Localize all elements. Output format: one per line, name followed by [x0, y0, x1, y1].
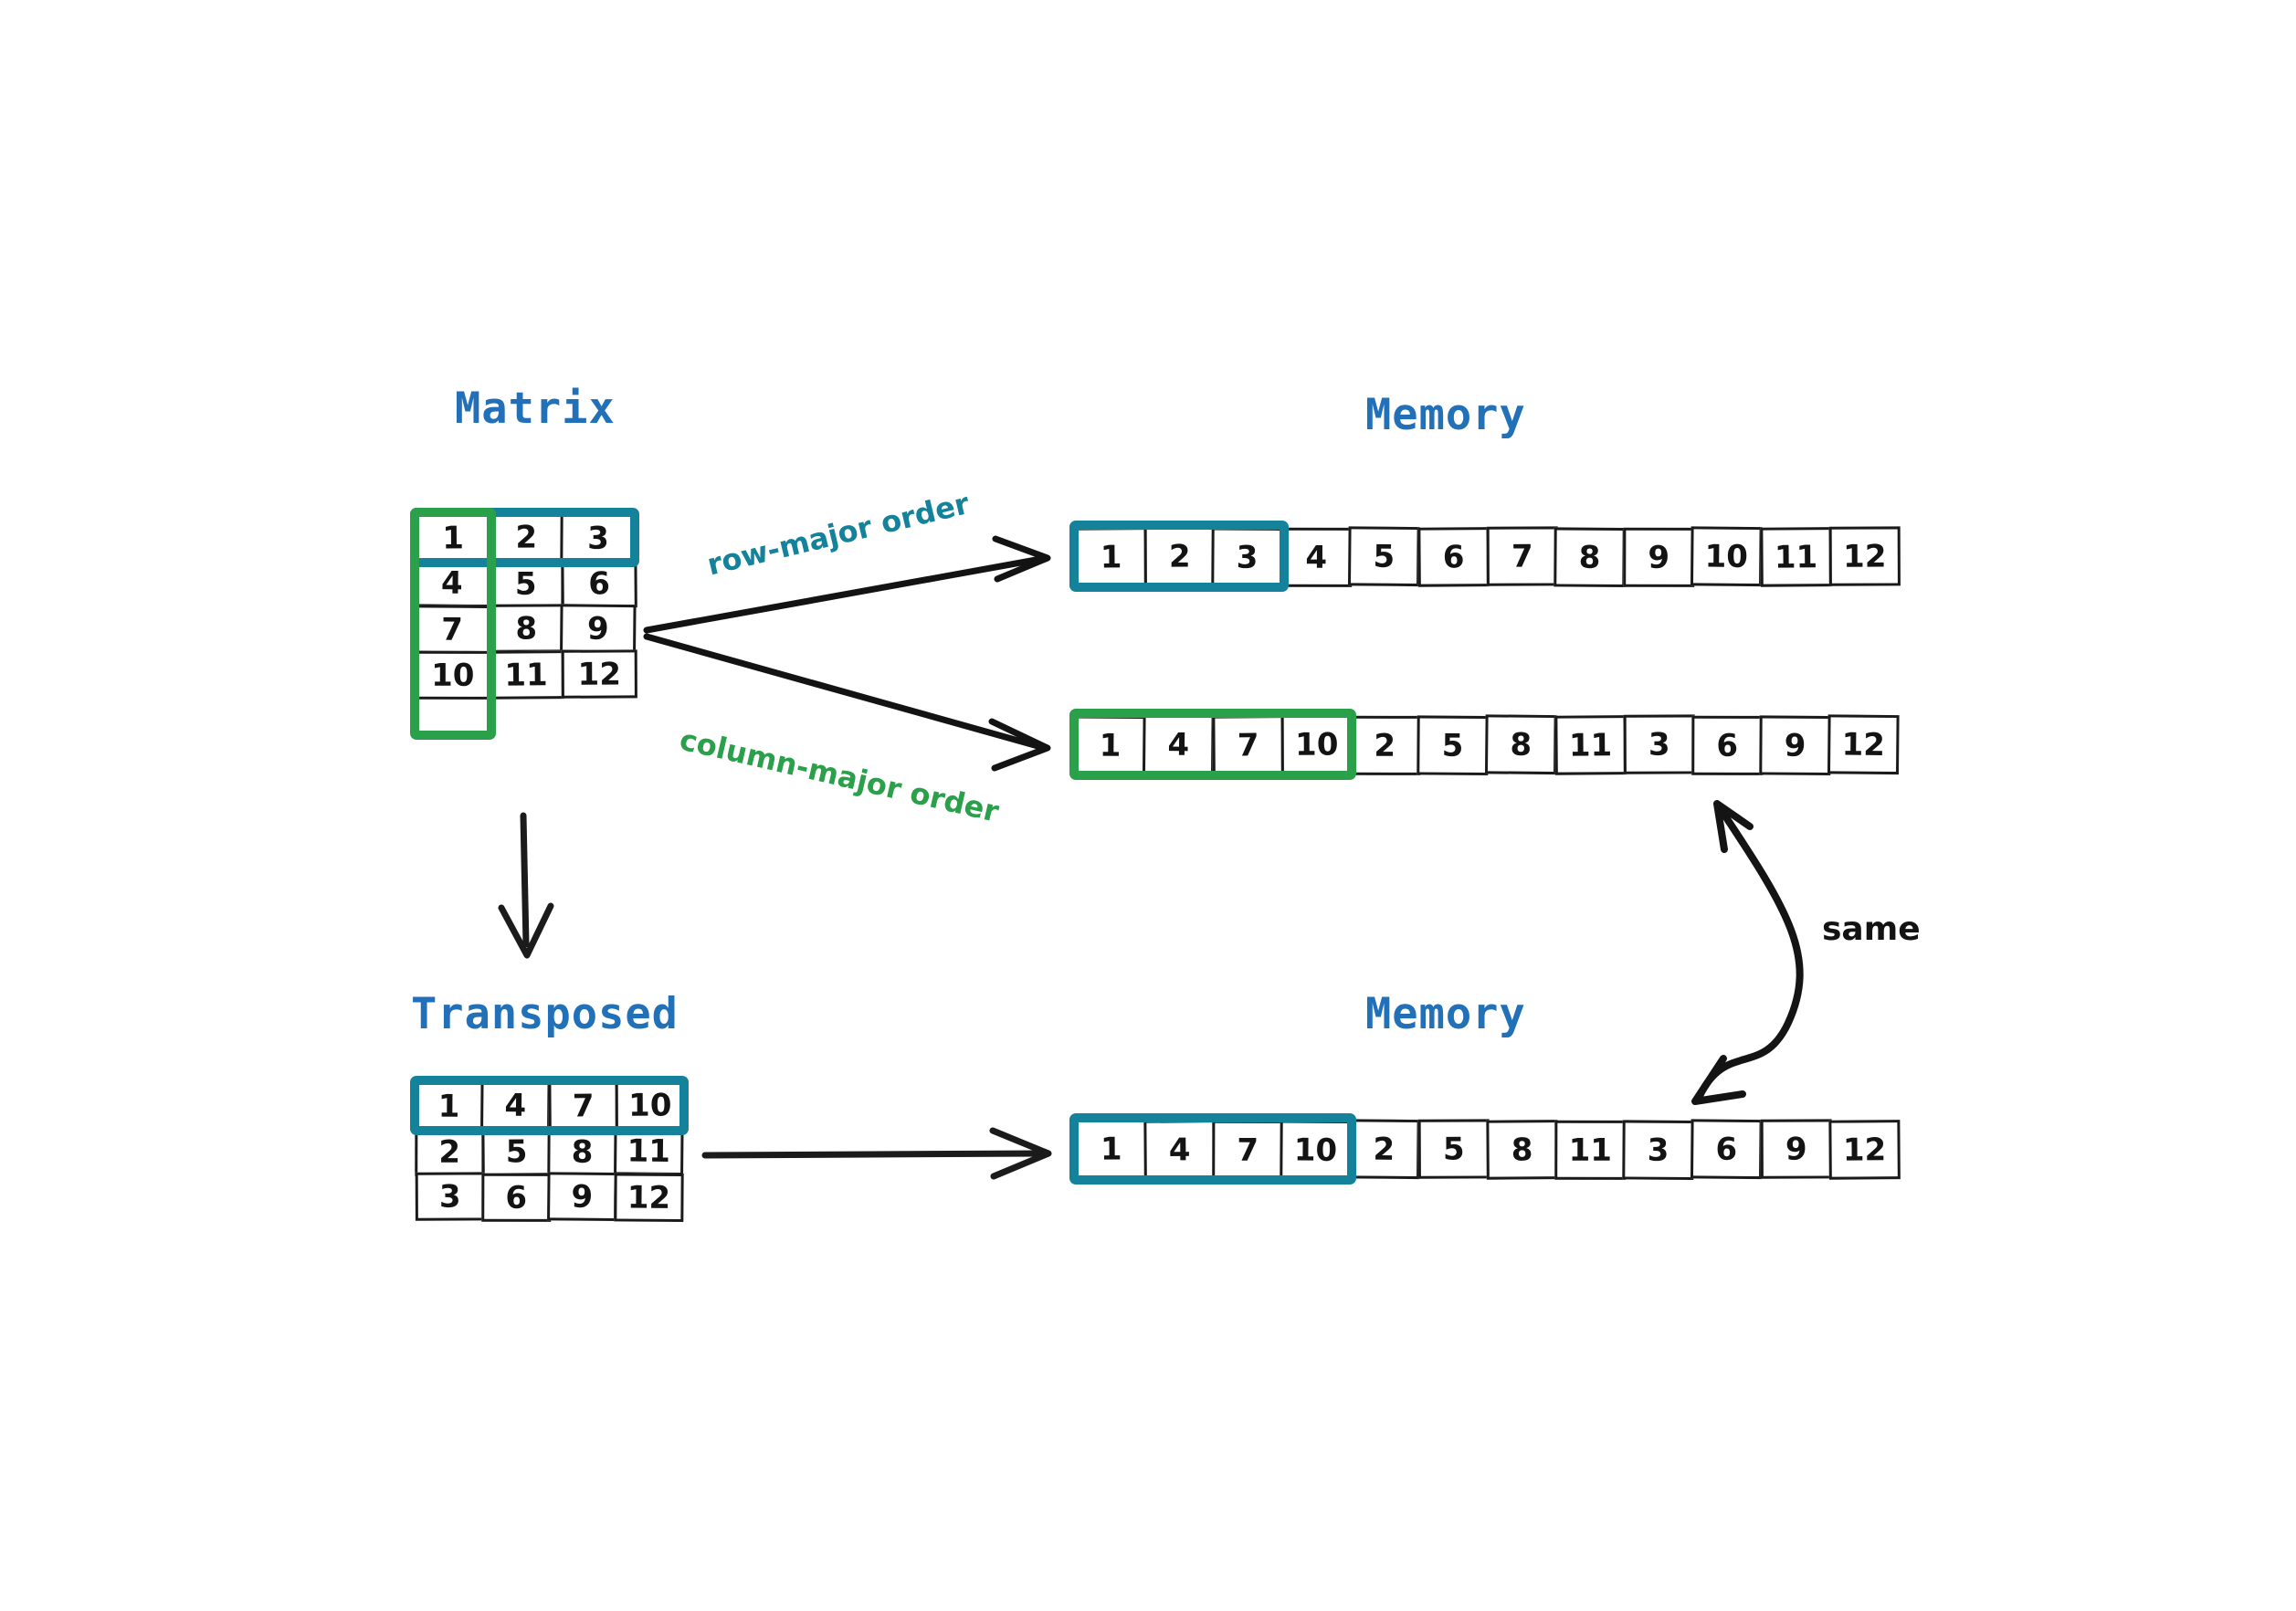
transposed-cell: 7	[547, 1080, 618, 1131]
memory-cell: 11	[1553, 714, 1627, 775]
memory-cell: 6	[1690, 1118, 1763, 1179]
memory-cell: 9	[1760, 1118, 1832, 1179]
memory-cell: 4	[1143, 1119, 1216, 1180]
memory-cell: 7	[1486, 525, 1558, 586]
matrix-cell: 4	[413, 557, 490, 607]
memory-cell: 12	[1828, 525, 1901, 586]
page-title-memory-top: Memory	[1365, 390, 1526, 440]
memory-cell: 3	[1623, 713, 1695, 774]
matrix-cell: 7	[413, 604, 490, 654]
matrix-cell: 8	[488, 603, 564, 653]
matrix-cell: 5	[487, 559, 563, 608]
transposed-cell: 12	[613, 1172, 684, 1222]
arrow-matrix-to-transposed	[498, 812, 554, 959]
memory-cell: 4	[1142, 713, 1215, 774]
memory-cell: 10	[1690, 525, 1763, 586]
memory-strip-row-major: 1 2 3 4 5 6 7 8 9 10 11 12	[1074, 525, 1901, 587]
memory-cell: 2	[1347, 1118, 1420, 1179]
memory-cell: 1	[1075, 1118, 1147, 1179]
memory-cell: 1	[1074, 526, 1147, 587]
memory-cell: 3	[1210, 526, 1283, 587]
memory-cell: 5	[1417, 1118, 1490, 1179]
memory-cell: 8	[1553, 526, 1626, 587]
memory-cell: 6	[1417, 526, 1490, 587]
matrix-cell: 1	[414, 512, 491, 563]
arrow-label-row-major: row-major order	[703, 485, 973, 583]
transposed-cell: 8	[546, 1126, 617, 1176]
matrix-cell: 11	[487, 649, 564, 700]
memory-strip-transposed: 1 4 7 10 2 5 8 11 3 6 9 12	[1075, 1118, 1901, 1180]
memory-cell: 4	[1280, 527, 1352, 587]
memory-cell: 8	[1485, 1119, 1558, 1180]
page-title-memory-bottom: Memory	[1365, 989, 1526, 1039]
transposed-cell: 1	[413, 1080, 484, 1131]
transposed-cell: 9	[546, 1171, 617, 1221]
transposed-cell: 5	[480, 1126, 552, 1176]
memory-strip-column-major: 1 4 7 10 2 5 8 11 3 6 9 12	[1073, 713, 1900, 775]
matrix-grid: 1 2 3 4 5 6 7 8 9 10 11 12	[413, 511, 637, 700]
memory-cell: 1	[1073, 714, 1146, 775]
memory-cell: 11	[1759, 526, 1832, 587]
memory-cell: 8	[1484, 713, 1557, 774]
memory-cell: 2	[1348, 715, 1420, 775]
memory-cell: 12	[1827, 713, 1900, 774]
matrix-cell: 10	[414, 650, 490, 700]
memory-cell: 9	[1622, 527, 1694, 587]
transposed-cell: 2	[414, 1127, 484, 1176]
memory-cell: 7	[1211, 1120, 1283, 1180]
memory-cell: 11	[1553, 1120, 1626, 1180]
memory-cell: 5	[1347, 525, 1420, 586]
memory-cell: 9	[1758, 714, 1831, 775]
transposed-cell: 10	[615, 1079, 685, 1130]
transposed-cell: 11	[613, 1125, 684, 1175]
page-title-matrix: Matrix	[455, 384, 616, 434]
memory-cell: 7	[1211, 714, 1284, 775]
memory-cell: 3	[1621, 1119, 1694, 1180]
matrix-cell: 12	[561, 648, 637, 699]
matrix-cell: 3	[559, 512, 637, 563]
matrix-cell: 2	[488, 511, 564, 562]
matrix-cell: 6	[560, 558, 637, 608]
memory-cell: 5	[1416, 714, 1489, 775]
memory-cell: 10	[1279, 1119, 1352, 1180]
transposed-cell: 3	[415, 1171, 485, 1221]
arrow-transposed-to-memory	[701, 1127, 1052, 1180]
page-title-transposed: Transposed	[411, 989, 679, 1039]
memory-cell: 12	[1827, 1119, 1901, 1180]
memory-cell: 6	[1690, 715, 1763, 775]
arrow-label-column-major: column-major order	[676, 721, 1003, 829]
transposed-cell: 6	[480, 1173, 551, 1222]
memory-cell: 2	[1143, 525, 1216, 586]
transposed-cell: 4	[479, 1079, 551, 1130]
memory-cell: 10	[1280, 713, 1353, 774]
transposed-grid: 1 4 7 10 2 5 8 11 3 6 9 12	[413, 1079, 685, 1222]
arrow-label-same: same	[1822, 911, 1921, 948]
matrix-cell: 9	[559, 603, 637, 653]
arrow-same-double-headed	[1691, 800, 1804, 1105]
